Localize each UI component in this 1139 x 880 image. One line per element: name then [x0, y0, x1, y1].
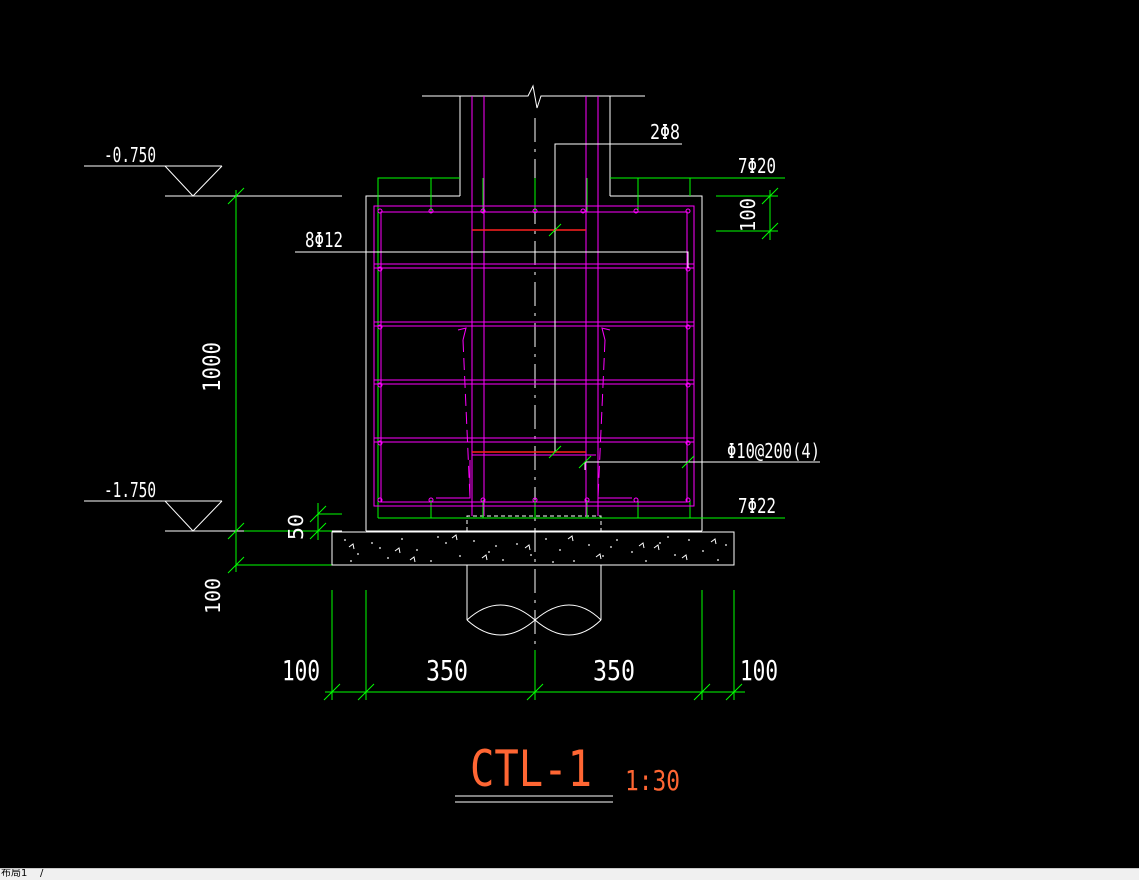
leader-ticks [548, 223, 695, 469]
level-label-top: -0.750 [104, 143, 156, 167]
title-underline [455, 795, 613, 803]
dimension-pad-label: 50 [284, 514, 308, 540]
pile-cap-outline [365, 195, 703, 532]
rebar-label-side: 8Φ12 [305, 228, 343, 252]
layout-tab-separator: / [40, 868, 44, 879]
rebar-cage-magenta [373, 96, 695, 516]
dimension-cover-right [716, 187, 779, 240]
rebar-hooks-red [472, 229, 586, 453]
rebar-dots [377, 208, 691, 503]
drawing-scale: 1:30 [625, 764, 680, 797]
layout-tab-bar: 布局1 / [0, 868, 1139, 880]
dimension-width-label-2: 350 [426, 654, 468, 687]
dimension-cover-label: 100 [736, 198, 760, 232]
rebar-label-bottom: 7Φ22 [738, 494, 776, 518]
column-stub [422, 84, 645, 196]
level-marker-top [84, 165, 342, 197]
dimension-vertical-left [227, 187, 342, 574]
rebar-label-column: 2Φ8 [650, 120, 680, 144]
dimension-width-label-3: 350 [593, 654, 635, 687]
dimension-width-label-1: 100 [282, 654, 320, 687]
dimension-height-label: 1000 [198, 342, 226, 392]
rebar-label-stirrup: Φ10@200(4) [727, 439, 820, 463]
dimension-width-label-4: 100 [740, 654, 778, 687]
layout-tab[interactable]: 布局1 [1, 868, 28, 879]
rebar-label-top: 7Φ20 [738, 154, 776, 178]
concrete-bedding [331, 531, 735, 566]
level-label-bottom: -1.750 [104, 478, 156, 502]
dimension-bed-label: 100 [201, 578, 225, 614]
rebar-main-green [377, 177, 785, 519]
drawing-title: CTL-1 [470, 740, 592, 798]
dimension-horizontal-bottom [323, 590, 745, 701]
pile [466, 515, 602, 636]
